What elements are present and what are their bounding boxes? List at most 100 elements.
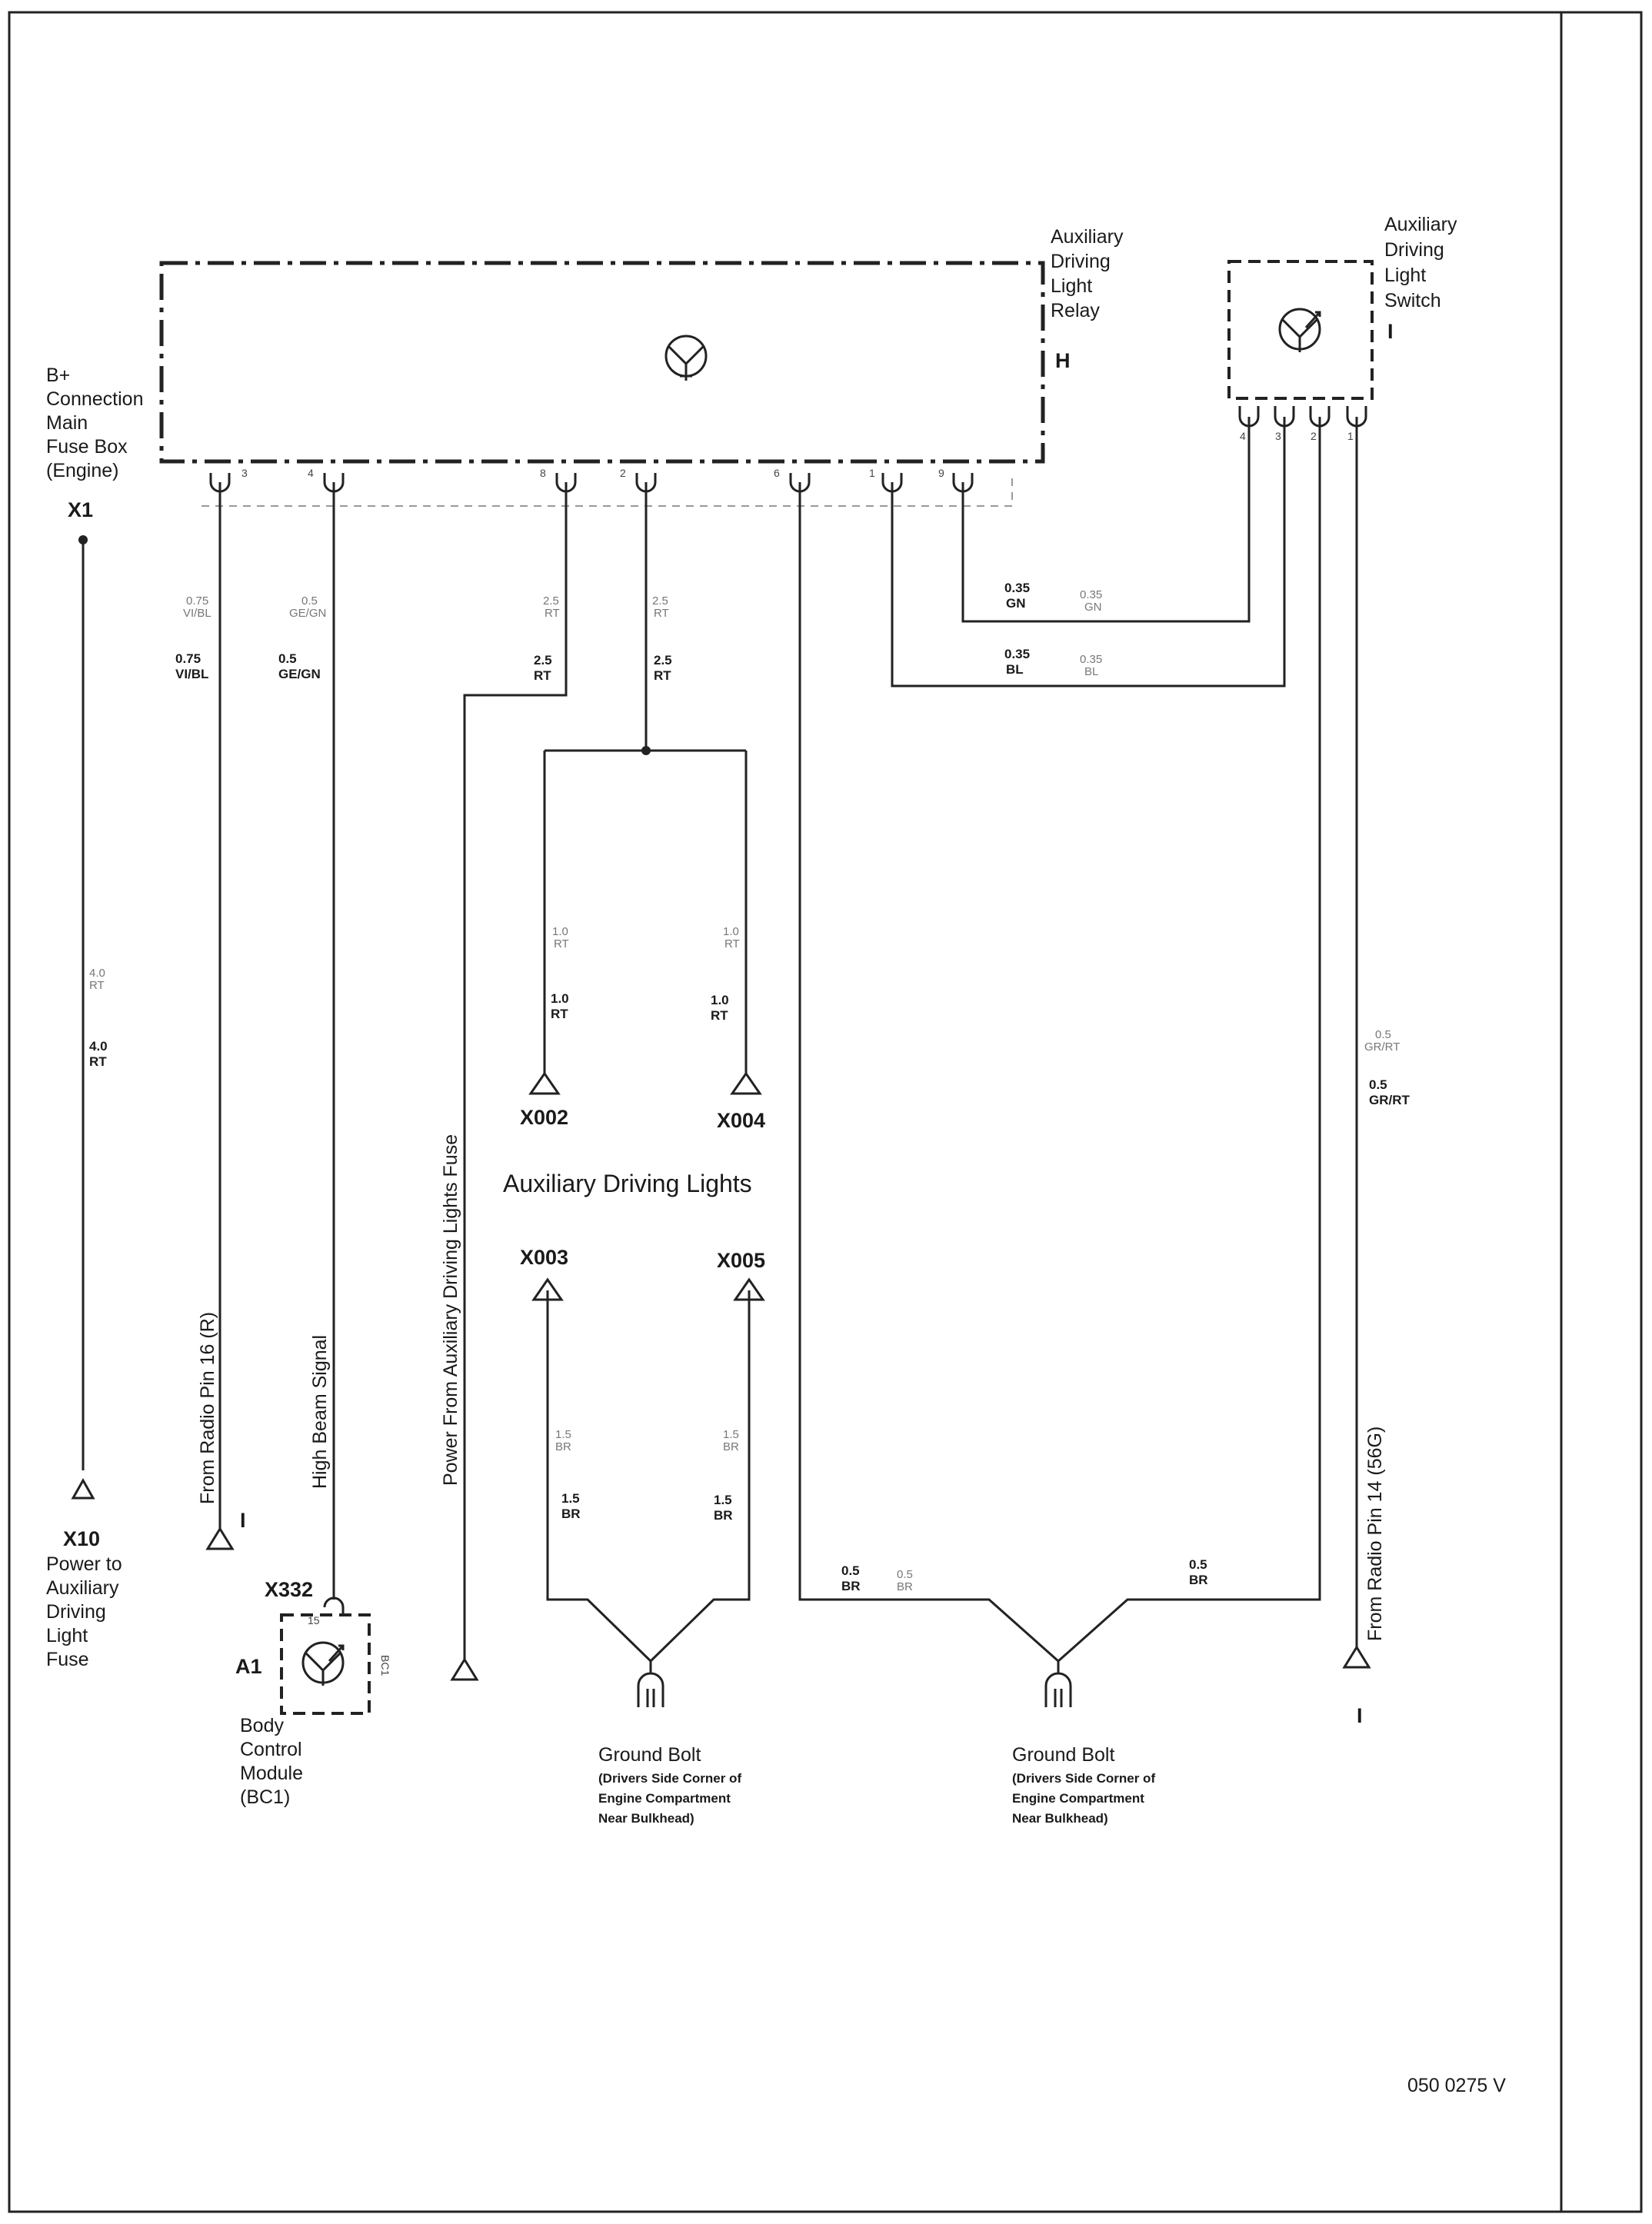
svg-text:4.0RT: 4.0RT <box>89 1039 108 1069</box>
wire-radio-faint-size: 0.75 <box>186 594 208 608</box>
ground-bolt-right-icon <box>1044 1661 1072 1707</box>
wire-gn-faint-color: GN <box>1084 601 1102 614</box>
relay-pin-2: 2 <box>620 467 626 479</box>
x10-label-4: Light <box>46 1625 88 1646</box>
radio-r-letter: I <box>240 1509 246 1532</box>
svg-text:2.5RT: 2.5RT <box>652 594 669 620</box>
fuse-box-label-1: B+ <box>46 365 70 386</box>
switch-socket-icon <box>1346 406 1367 428</box>
wire-bl-size: 0.35 <box>1004 647 1030 661</box>
fuse-box-label-2: Connection <box>46 388 143 410</box>
wire-pwr-color: RT <box>534 668 551 683</box>
svg-text:2.5RT: 2.5RT <box>543 594 560 620</box>
power-fuse-label: Power From Auxiliary Driving Lights Fuse <box>440 1134 461 1486</box>
wire-pwr-faint-color: RT <box>545 607 560 620</box>
wire-relay-gnd-color: BR <box>841 1579 861 1593</box>
wire-x004-faint-size: 1.0 <box>723 925 739 938</box>
x004-triangle-icon <box>730 1071 762 1095</box>
svg-text:1.0RT: 1.0RT <box>551 991 569 1021</box>
wire-x1-color: RT <box>89 979 105 992</box>
wire-sw-gnd-size: 0.5 <box>1189 1557 1207 1572</box>
radio-56g-triangle-icon <box>1342 1645 1371 1669</box>
x005-triangle-icon <box>733 1277 765 1301</box>
switch-label-1: Auxiliary <box>1384 214 1457 235</box>
x10-connector: X10 <box>63 1527 100 1550</box>
wire-radio-faint-color: VI/BL <box>183 607 211 620</box>
x1-connector: X1 <box>68 498 93 521</box>
wire-relay-gnd-faint-size: 0.5 <box>897 1568 913 1581</box>
wire-radio-color: VI/BL <box>175 667 208 681</box>
wire-grrt-size: 0.5 <box>1369 1077 1387 1092</box>
wire-x004-color: RT <box>711 1008 728 1023</box>
x10-label-3: Driving <box>46 1601 106 1623</box>
relay-socket-icon <box>881 473 903 493</box>
wire-pwr-faint-size: 2.5 <box>543 594 559 608</box>
lights-title: Auxiliary Driving Lights <box>503 1170 752 1197</box>
ground-right-label-1: Ground Bolt <box>1012 1744 1114 1766</box>
wire-lights-size: 2.5 <box>654 653 672 668</box>
switch-pin-2: 2 <box>1311 430 1317 442</box>
wire-lights-faint-color: RT <box>654 607 669 620</box>
relay-label-2: Driving <box>1051 251 1111 272</box>
wire-grrt-color: GR/RT <box>1369 1093 1411 1107</box>
ground-bolts: Ground Bolt (Drivers Side Corner of Engine… <box>598 1661 1155 1826</box>
vertical-labels: From Radio Pin 16 (R) High Beam Signal P… <box>197 1134 1386 1727</box>
wire-x002-size: 1.0 <box>551 991 569 1006</box>
wire-x005-faint-size: 1.5 <box>723 1428 739 1441</box>
svg-text:Ground Bolt(Drivers Side Corne: Ground Bolt(Drivers Side Corner ofEngine… <box>598 1744 741 1826</box>
bcm-pin: 15 <box>308 1614 320 1626</box>
radio-r-triangle-icon <box>205 1527 235 1550</box>
ground-right-label-2: (Drivers Side Corner of <box>1012 1771 1155 1786</box>
relay-socket-icon <box>635 473 657 493</box>
radio-r-label: From Radio Pin 16 (R) <box>197 1312 218 1504</box>
svg-text:2.5RT: 2.5RT <box>654 653 672 683</box>
switch-letter: I <box>1387 320 1394 343</box>
x003-triangle-icon <box>531 1277 564 1301</box>
wire-x005-color: BR <box>714 1508 733 1523</box>
fuse-box-label-4: Fuse Box <box>46 436 128 458</box>
svg-text:1.5BR: 1.5BR <box>723 1428 739 1453</box>
wire-x005-faint-color: BR <box>723 1440 739 1453</box>
wire-gn-size: 0.35 <box>1004 581 1030 595</box>
svg-text:4.0RT: 4.0RT <box>89 967 105 992</box>
bcm-label-2: Control <box>240 1739 302 1760</box>
wire-hb-color: GE/GN <box>278 667 321 681</box>
wire-hb-faint-color: GE/GN <box>289 607 326 620</box>
power-fuse-triangle-icon <box>450 1657 479 1681</box>
wire-relay-gnd-size: 0.5 <box>841 1563 860 1578</box>
relay-pin-4: 4 <box>308 467 314 479</box>
wire-bl-faint-size: 0.35 <box>1080 653 1102 666</box>
svg-text:1.0RT: 1.0RT <box>723 925 740 951</box>
wire-lights-color: RT <box>654 668 671 683</box>
wire-x1-size-bold: 4.0 <box>89 1039 108 1054</box>
wire-x003-faint-color: BR <box>555 1440 571 1453</box>
wire-sw-gnd-color: BR <box>1189 1573 1208 1587</box>
ground-left-label-4: Near Bulkhead) <box>598 1811 694 1826</box>
svg-text:0.5GE/GN: 0.5GE/GN <box>289 594 326 620</box>
relay-pin-1: 1 <box>869 467 875 479</box>
relay-label-1: Auxiliary <box>1051 226 1124 248</box>
x10-label-5: Fuse <box>46 1649 89 1670</box>
ground-left-label-3: Engine Compartment <box>598 1791 731 1806</box>
svg-text:1.0RT: 1.0RT <box>711 993 729 1023</box>
wire-hb-size: 0.5 <box>278 651 297 666</box>
wire-pwr-size: 2.5 <box>534 653 552 668</box>
svg-text:0.5BR: 0.5BR <box>897 1568 913 1593</box>
footer-code: 050 0275 V <box>1407 2075 1506 2096</box>
x10-triangle-icon <box>71 1477 95 1500</box>
page-frame <box>8 11 1643 2213</box>
wire-x005-size: 1.5 <box>714 1493 732 1507</box>
switch-pin-1: 1 <box>1347 430 1354 442</box>
relay-socket-icon <box>209 473 231 493</box>
svg-text:2.5RT: 2.5RT <box>534 653 552 683</box>
svg-text:1.5BR: 1.5BR <box>714 1493 733 1523</box>
switch-pin-3: 3 <box>1275 430 1281 442</box>
